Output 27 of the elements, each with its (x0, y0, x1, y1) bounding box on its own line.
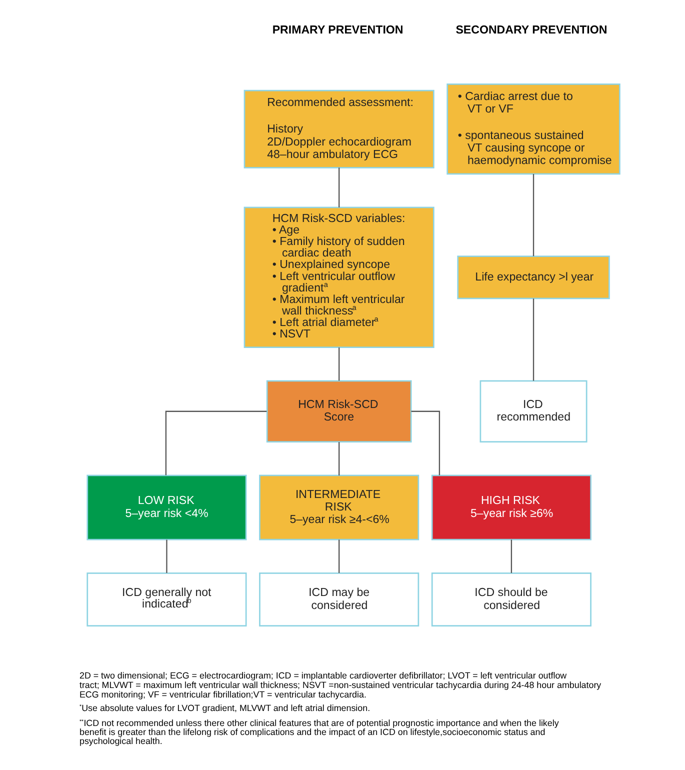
node-box: LOW RISK 5–year risk <4% (86, 474, 247, 540)
node-box: ICD generally not indicated$^{b}$ (86, 572, 247, 626)
connector (532, 298, 534, 381)
node-box: Recommended assessment: History 2D/Doppler echocardiogram 48–hour ambulatory ECG (244, 90, 434, 168)
node-box: INTERMEDIATE RISK 5–year risk ≥4-<6% (259, 474, 420, 540)
label: PRIMARY PREVENTION (272, 24, 404, 37)
connector (166, 540, 168, 573)
node-box: ICD should be considered (431, 572, 592, 626)
node-box: • Cardiac arrest due to VT or VF • spontaneous sustained VT causing syncope or haemodynamic compromise (446, 84, 620, 175)
label: SECONDARY PREVENTION (456, 24, 608, 37)
connector (532, 174, 534, 256)
connector (510, 540, 512, 573)
connector (411, 410, 440, 476)
node-box: HCM Risk-SCD variables: • Age • Family history of sudden cardiac death • Unexplained syncope • Left ventricular outflow gradient$^{a}$ • Maximum left ventricular wall thickness$^{a}$ • Left atrial diameter$^{a}$ • NSVT (244, 206, 434, 348)
connector (165, 410, 267, 476)
node-box: HIGH RISK 5–year risk ≥6% (431, 474, 592, 540)
node-box: Life expectancy >l year (457, 256, 610, 300)
node-box: HCM Risk-SCD Score (266, 380, 412, 443)
connector (338, 442, 340, 476)
node-box: ICD recommended (480, 380, 588, 443)
connector (338, 348, 340, 381)
label: $^{**}$ICD not recommended unless there other clinical features that are of potential prognostic importance and when the likely benefit is greater than the lifelong risk of complications and the impact of an ICD on lifestyle,socioeconomic status and psychological health. (79, 718, 559, 746)
connector (338, 540, 340, 573)
node-box: ICD may be considered (259, 572, 420, 626)
label: $^{*}$Use absolute values for LVOT gradient, MLVWT and left atrial dimension. (79, 703, 370, 714)
connector (338, 168, 340, 208)
label: 2D = two dimensional; ECG = electrocardiogram; ICD = implantable cardioverter defibrillator; LVOT = left ventricular outflow tract; MLVWT = maximum left ventricular wall thickness; NSVT =non-sustained ventricular tachycardia during 24-48 hour ambulatory ECG monitoring; VF = ventricular fibrillation;VT = ventricular tachycardia. (79, 670, 602, 700)
